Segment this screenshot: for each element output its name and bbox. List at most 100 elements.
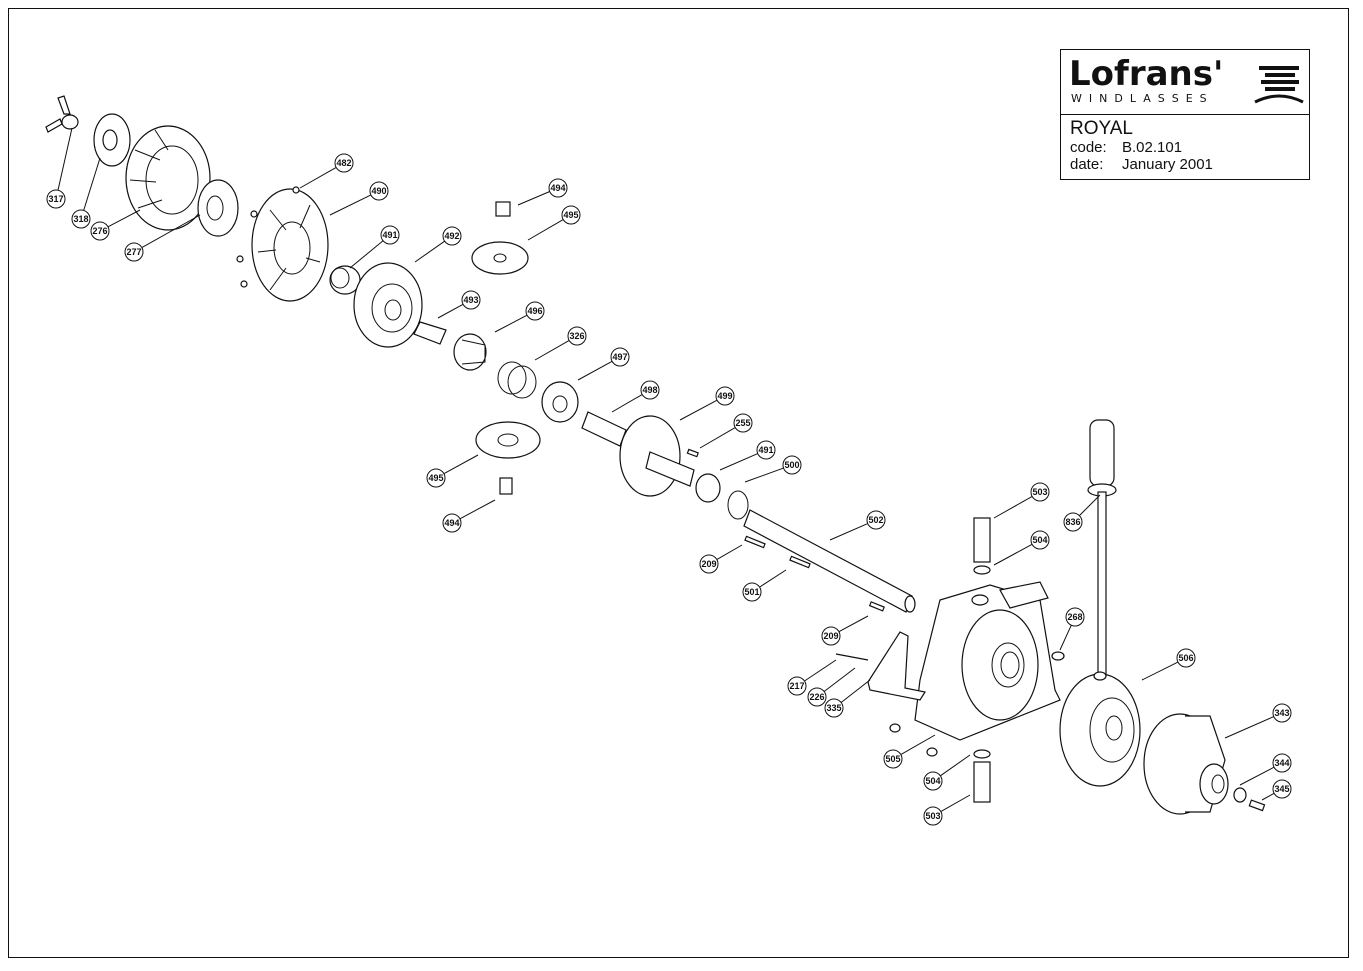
spur-gear-part	[619, 415, 695, 497]
leader-line	[1141, 661, 1179, 681]
callout-492: 492	[442, 226, 462, 246]
callout-500: 500	[782, 455, 802, 475]
callout-495: 495	[561, 205, 581, 225]
callout-circle	[782, 455, 802, 475]
leader-line	[1059, 624, 1072, 651]
callout-circle	[883, 749, 903, 769]
leader-line	[527, 219, 564, 241]
callout-number: 493	[463, 295, 478, 305]
bevel-gear-top-part	[471, 201, 529, 275]
leader-line	[329, 194, 372, 216]
bearing-flange-part	[236, 186, 329, 302]
leader-line	[83, 157, 101, 211]
callout-494: 494	[548, 178, 568, 198]
wing-nut-part	[45, 95, 79, 133]
callout-number: 326	[569, 331, 584, 341]
leader-line	[744, 467, 784, 483]
leader-line	[414, 240, 445, 263]
keys-part	[744, 535, 885, 612]
callout-circle	[369, 181, 389, 201]
dog-clutch-part	[541, 381, 579, 423]
callout-number: 500	[784, 460, 799, 470]
callout-number: 503	[1032, 487, 1047, 497]
callout-number: 317	[48, 194, 63, 204]
leader-line	[840, 679, 871, 703]
callout-circle	[699, 554, 719, 574]
leader-line	[679, 399, 718, 421]
bolts-part	[835, 517, 1065, 803]
leader-line	[443, 454, 479, 475]
callout-circle	[923, 771, 943, 791]
callout-circle	[442, 513, 462, 533]
callout-number: 492	[444, 231, 459, 241]
callout-number: 491	[758, 445, 773, 455]
callout-circle	[807, 687, 827, 707]
leader-line	[141, 214, 201, 249]
callout-501: 501	[742, 582, 762, 602]
callout-number: 209	[701, 559, 716, 569]
callout-number: 496	[527, 306, 542, 316]
key-part	[686, 448, 699, 458]
bevel-gear-bottom-part	[475, 421, 541, 495]
cover-disc-part	[125, 125, 211, 231]
main-shaft-part	[743, 509, 916, 613]
callout-number: 504	[1032, 535, 1047, 545]
callout-circle	[124, 242, 144, 262]
callout-circle	[824, 698, 844, 718]
handle-lever-part	[1087, 419, 1117, 677]
clutch-part	[453, 333, 487, 371]
callout-502: 502	[866, 510, 886, 530]
callout-circle	[610, 347, 630, 367]
leader-line	[699, 427, 736, 449]
leader-line	[716, 544, 743, 560]
callout-503: 503	[1030, 482, 1050, 502]
logo-wordmark: Lofrans'	[1069, 54, 1224, 94]
callout-circle	[561, 205, 581, 225]
leader-line	[940, 794, 971, 812]
callout-497: 497	[610, 347, 630, 367]
circlip-part	[727, 490, 749, 520]
callout-number: 277	[126, 247, 141, 257]
callout-209: 209	[821, 626, 841, 646]
callout-number: 482	[336, 158, 351, 168]
callout-circle	[1030, 530, 1050, 550]
tube-part	[581, 411, 627, 447]
date-label: date:	[1070, 156, 1104, 173]
callout-482: 482	[334, 153, 354, 173]
callout-circle	[334, 153, 354, 173]
leader-line	[611, 394, 643, 413]
callout-number: 226	[809, 692, 824, 702]
callout-circle	[821, 626, 841, 646]
callout-209: 209	[699, 554, 719, 574]
drum-ring-part	[197, 179, 239, 237]
leader-line	[759, 569, 787, 588]
callout-318: 318	[71, 209, 91, 229]
callout-number: 495	[428, 473, 443, 483]
callout-circle	[1063, 512, 1083, 532]
leader-line	[577, 360, 613, 381]
washer-part	[93, 113, 131, 167]
callout-number: 506	[1178, 653, 1193, 663]
callout-255: 255	[733, 413, 753, 433]
leader-line	[804, 659, 837, 682]
callout-number: 494	[550, 183, 565, 193]
callout-number: 502	[868, 515, 883, 525]
callout-317: 317	[46, 189, 66, 209]
callout-217: 217	[787, 676, 807, 696]
callout-circle	[1272, 753, 1292, 773]
callout-496: 496	[525, 301, 545, 321]
callout-number: 497	[612, 352, 627, 362]
callout-circle	[442, 226, 462, 246]
bevel-gear-large-part	[353, 262, 423, 348]
callout-490: 490	[369, 181, 389, 201]
bracket-part	[867, 631, 926, 701]
leader-line	[823, 667, 856, 692]
callout-495: 495	[426, 468, 446, 488]
callout-number: 318	[73, 214, 88, 224]
callout-circle	[866, 510, 886, 530]
sleeve-part	[413, 321, 447, 345]
callout-circle	[567, 326, 587, 346]
code-label: code:	[1070, 139, 1107, 156]
callout-504: 504	[923, 771, 943, 791]
